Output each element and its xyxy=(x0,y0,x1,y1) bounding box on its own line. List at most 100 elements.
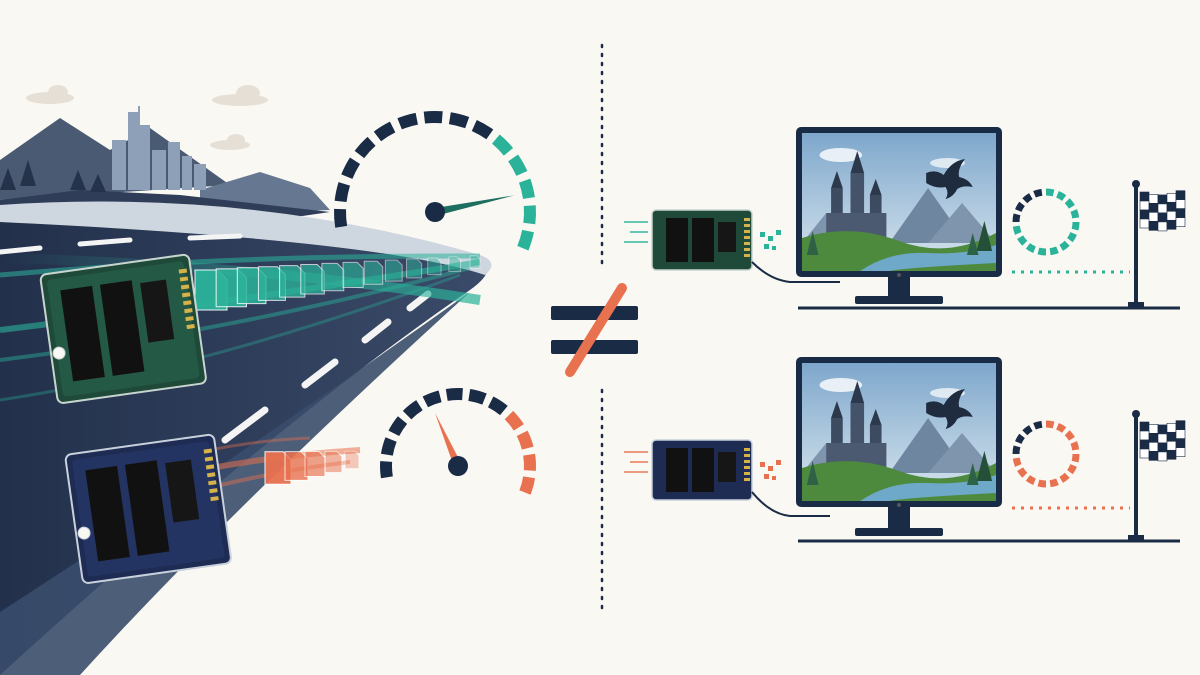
flag-square xyxy=(1175,447,1186,457)
gauge-needle xyxy=(434,195,515,216)
ring-segment xyxy=(1064,430,1075,441)
flag-square xyxy=(1166,192,1177,203)
ring-segment xyxy=(1071,221,1080,231)
gauge-segment xyxy=(523,205,536,225)
gauge-segment xyxy=(468,388,487,405)
slow-data-packets xyxy=(264,450,360,485)
fast-speedometer-icon xyxy=(334,111,536,251)
gauge-segment xyxy=(504,410,524,431)
ring-segment xyxy=(1067,464,1077,475)
gauge-hub xyxy=(448,456,468,476)
gauge-segment xyxy=(445,388,463,401)
monitor-slow xyxy=(796,357,1002,536)
data-packet xyxy=(427,257,442,276)
slow-row xyxy=(624,357,1186,543)
gauge-segment xyxy=(517,229,534,251)
fast-ssd-card xyxy=(39,253,207,404)
gauge-segment xyxy=(354,136,376,159)
fast-data-packets xyxy=(194,255,481,311)
gauge-segment xyxy=(423,111,443,124)
ring-segment xyxy=(1033,188,1043,198)
flag-square xyxy=(1157,442,1168,453)
flag-square xyxy=(1175,420,1186,430)
gauge-segment xyxy=(422,390,442,408)
finish-flag-icon xyxy=(1128,180,1186,308)
gauge-segment xyxy=(518,178,535,199)
ring-segment xyxy=(1012,445,1021,455)
ring-segment xyxy=(1022,425,1033,436)
data-packet xyxy=(324,450,343,474)
flag-square xyxy=(1148,424,1159,434)
slow-speedometer-icon xyxy=(380,388,536,495)
ring-segment xyxy=(1071,453,1080,463)
data-packet xyxy=(344,450,360,470)
data-packet xyxy=(469,255,481,269)
flag-square xyxy=(1175,199,1186,209)
ring-segment xyxy=(1033,420,1043,430)
ring-segment xyxy=(1037,479,1047,488)
ring-segment xyxy=(1022,193,1033,204)
slow-ssd-small xyxy=(651,439,753,501)
flag-square xyxy=(1148,221,1159,231)
ring-segment xyxy=(1070,441,1080,451)
ring-segment xyxy=(1037,247,1047,256)
slow-loading-ring-icon xyxy=(1012,420,1080,488)
flag-square xyxy=(1166,431,1177,442)
ring-segment xyxy=(1049,246,1059,256)
ring-segment xyxy=(1015,201,1025,212)
flag-square xyxy=(1148,194,1159,204)
ring-segment xyxy=(1025,243,1036,253)
gauge-segment xyxy=(341,157,361,179)
flag-square xyxy=(1175,429,1186,439)
flag-square xyxy=(1166,201,1177,212)
gauge-segment xyxy=(397,112,419,130)
flag-square xyxy=(1148,212,1159,222)
data-packet xyxy=(384,259,403,282)
ring-segment xyxy=(1015,433,1025,444)
data-packet xyxy=(406,258,423,279)
data-packet xyxy=(304,451,326,477)
ring-segment xyxy=(1012,457,1022,467)
flag-square xyxy=(1157,203,1168,214)
ring-segment xyxy=(1049,478,1059,488)
gauge-segment xyxy=(402,400,423,420)
gauge-segment xyxy=(487,396,508,416)
ring-segment xyxy=(1017,235,1028,246)
ring-segment xyxy=(1025,475,1036,485)
flag-square xyxy=(1166,440,1177,451)
gauge-segment xyxy=(471,120,494,140)
fast-row xyxy=(624,127,1186,310)
gauge-segment xyxy=(334,208,348,228)
flag-square xyxy=(1166,210,1177,221)
flag-square xyxy=(1139,218,1150,229)
flag-square xyxy=(1175,217,1186,227)
gauge-segment xyxy=(508,154,528,177)
flag-square xyxy=(1175,208,1186,218)
ring-segment xyxy=(1045,420,1055,429)
flag-square xyxy=(1148,433,1159,443)
flag-square xyxy=(1157,451,1168,462)
flag-square xyxy=(1139,200,1150,211)
flag-square xyxy=(1139,439,1150,450)
gauge-segment xyxy=(334,182,351,203)
ring-segment xyxy=(1056,423,1067,433)
ring-segment xyxy=(1070,209,1080,219)
right-panel-game-loading xyxy=(624,127,1186,543)
left-panel-speed-road xyxy=(0,85,536,675)
flag-square xyxy=(1148,451,1159,461)
data-packet xyxy=(448,256,462,272)
ring-segment xyxy=(1067,232,1077,243)
ring-segment xyxy=(1045,188,1055,197)
ring-segment xyxy=(1059,240,1070,251)
gauge-segment xyxy=(516,430,534,450)
gauge-segment xyxy=(380,437,397,456)
not-equal-icon xyxy=(551,283,638,377)
gauge-hub xyxy=(425,202,445,222)
flag-square xyxy=(1157,433,1168,444)
gauge-needle xyxy=(434,412,462,468)
data-packet xyxy=(321,262,345,292)
ring-segment xyxy=(1056,191,1067,201)
flag-square xyxy=(1139,448,1150,459)
ring-segment xyxy=(1017,467,1028,478)
flag-square xyxy=(1139,421,1150,432)
